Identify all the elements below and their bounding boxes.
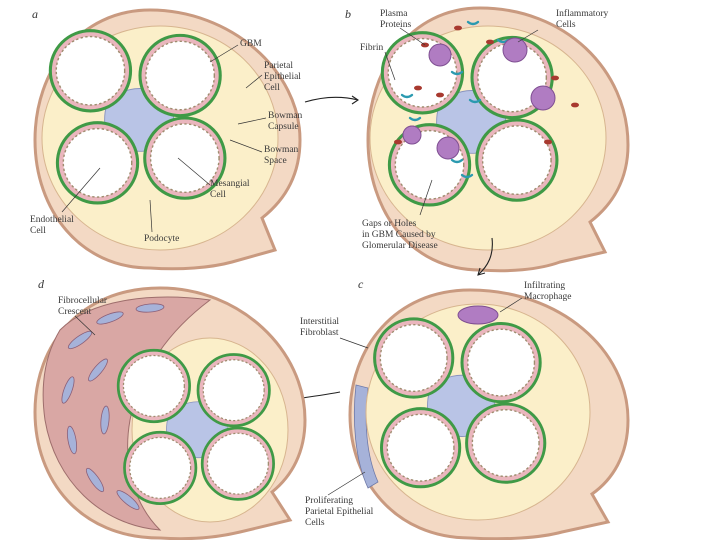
label-macrophage-1: Infiltrating xyxy=(524,280,565,291)
label-inflammatory-2: Cells xyxy=(556,20,576,30)
label-crescent-2: Crescent xyxy=(58,307,92,317)
label-gbm: GBM xyxy=(240,39,262,49)
panel-a: a GBM Parietal Epithelial Cell Bowman Ca… xyxy=(30,7,303,269)
panel-d-letter: d xyxy=(38,277,45,291)
label-macrophage-2: Macrophage xyxy=(524,292,571,302)
panel-b-letter: b xyxy=(345,7,351,21)
label-endothelial-1: Endothelial xyxy=(30,215,74,225)
label-inflammatory-1: Inflammatory xyxy=(556,8,608,19)
label-gaps-1: Gaps or Holes xyxy=(362,219,417,229)
label-plasma-2: Proteins xyxy=(380,20,411,30)
label-endothelial-2: Cell xyxy=(30,226,46,236)
label-gaps-3: Glomerular Disease xyxy=(362,241,438,251)
arrow-a-to-b xyxy=(305,97,358,102)
panel-c-letter: c xyxy=(358,277,364,291)
label-bowman-space-2: Space xyxy=(264,156,287,166)
label-parietal-2: Epithelial xyxy=(264,72,301,82)
label-proliferating-2: Parietal Epithelial xyxy=(305,507,374,517)
label-fibroblast-1: Interstitial xyxy=(300,317,339,327)
label-bowman-capsule-1: Bowman xyxy=(268,111,303,121)
label-parietal-3: Cell xyxy=(264,83,280,93)
label-proliferating-1: Proliferating xyxy=(305,495,353,506)
label-proliferating-3: Cells xyxy=(305,518,325,528)
panel-b: b xyxy=(345,7,628,271)
label-crescent-1: Fibrocellular xyxy=(58,296,108,306)
panel-c: c Infiltrating Macrophage Interstitial F… xyxy=(300,277,628,539)
label-fibrin: Fibrin xyxy=(360,43,383,53)
infiltrating-macrophage xyxy=(458,306,498,324)
label-mesangial-2: Cell xyxy=(210,190,226,200)
label-parietal-1: Parietal xyxy=(264,61,293,71)
panel-d: d Fibrocellular Crescent xyxy=(35,277,305,539)
label-bowman-space-1: Bowman xyxy=(264,145,299,155)
label-fibroblast-2: Fibroblast xyxy=(300,328,339,338)
label-mesangial-1: Mesangial xyxy=(210,179,250,189)
panel-a-letter: a xyxy=(32,7,38,21)
label-plasma-1: Plasma xyxy=(380,9,408,19)
label-bowman-capsule-2: Capsule xyxy=(268,122,299,132)
label-gaps-2: in GBM Caused by xyxy=(362,230,436,240)
label-podocyte: Podocyte xyxy=(144,234,179,244)
